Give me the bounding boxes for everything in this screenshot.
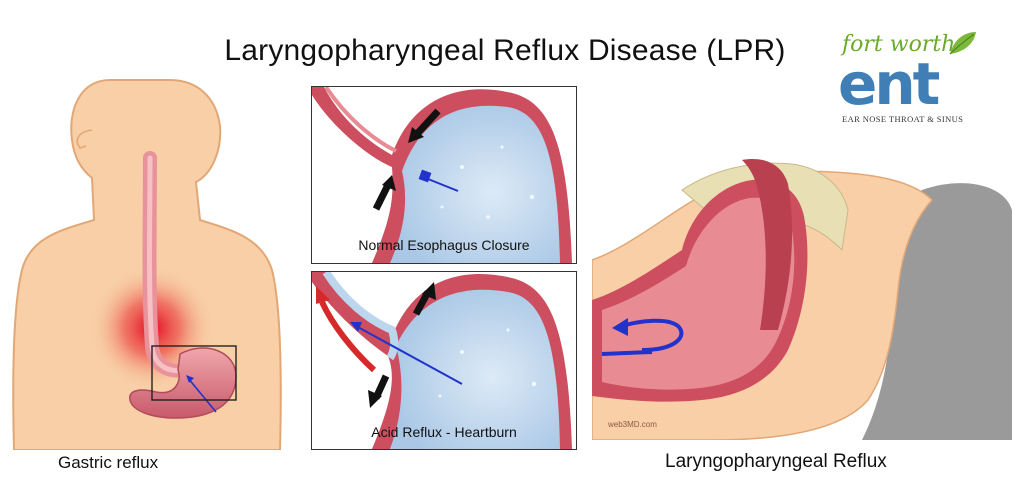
acid-reflux-illustration bbox=[312, 272, 572, 449]
closing-arrow-top bbox=[408, 108, 441, 143]
logo-script-text: fort worth bbox=[842, 32, 956, 57]
normal-closure-label: Normal Esophagus Closure bbox=[358, 237, 530, 253]
green-leaf-icon bbox=[949, 32, 976, 55]
acid-reflux-panel: Acid Reflux - Heartburn bbox=[311, 271, 577, 450]
page-title: Laryngopharyngeal Reflux Disease (LPR) bbox=[224, 34, 786, 67]
detail-box-frame bbox=[151, 345, 237, 401]
laryngopharyngeal-reflux-figure bbox=[592, 159, 1012, 440]
fort-worth-ent-logo: fort worth ent EAR NOSE THROAT & SINUS bbox=[836, 28, 986, 128]
opening-arrow-top bbox=[412, 282, 436, 316]
gastric-reflux-body-figure bbox=[12, 79, 282, 450]
acid-flow-arrow-blue bbox=[350, 322, 463, 385]
closing-arrow-bottom bbox=[372, 175, 396, 211]
gastric-reflux-caption: Gastric reflux bbox=[58, 453, 159, 472]
normal-closure-panel: Normal Esophagus Closure bbox=[311, 86, 577, 264]
source-watermark: web3MD.com bbox=[608, 420, 657, 429]
reflux-arrow-red bbox=[316, 286, 377, 373]
opening-arrow-bottom bbox=[368, 374, 390, 408]
airway-tissue bbox=[592, 159, 808, 402]
acid-reflux-label: Acid Reflux - Heartburn bbox=[371, 424, 517, 440]
logo-subtitle: EAR NOSE THROAT & SINUS bbox=[842, 114, 964, 124]
laryngopharyngeal-reflux-caption: Laryngopharyngeal Reflux bbox=[665, 451, 887, 472]
pressure-arrow-blue bbox=[418, 169, 459, 192]
logo-main-text: ent bbox=[838, 50, 940, 118]
reflux-arrow-curved bbox=[601, 318, 684, 356]
normal-closure-illustration bbox=[312, 87, 572, 263]
